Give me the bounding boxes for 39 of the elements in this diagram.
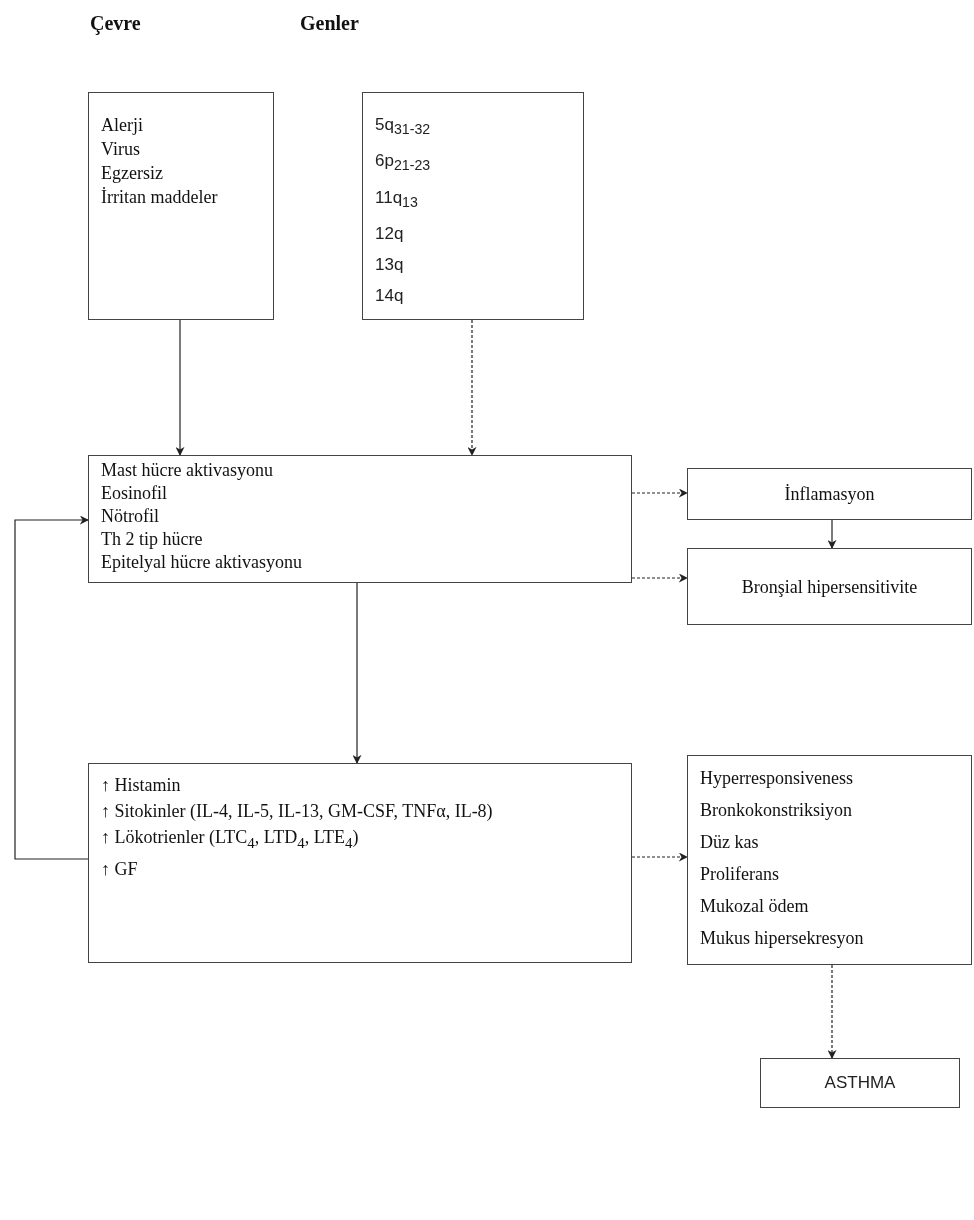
list-item: Egzersiz: [101, 162, 163, 185]
arrow: [827, 964, 837, 1059]
gene-locus: 6p$_{21-23}$: [375, 150, 431, 176]
arrow: [14, 515, 89, 860]
gene-locus: 13q: [375, 254, 404, 277]
box-label: Bronşial hipersensitivite: [741, 575, 918, 599]
gene-locus: 11q$_{13}$: [375, 186, 418, 213]
list-item: Düz kas: [700, 831, 759, 854]
list-item: Th 2 tip hücre: [101, 528, 203, 551]
list-item: Virus: [101, 138, 140, 161]
box-label: ASTHMA: [824, 1072, 896, 1094]
arrow: [352, 582, 362, 764]
arrow: [467, 319, 477, 456]
list-item: Mast hücre aktivasyonu: [101, 459, 273, 482]
arrow: [631, 573, 688, 583]
arrow: [631, 852, 688, 862]
column-heading: Genler: [300, 12, 359, 35]
arrow: [631, 488, 688, 498]
list-item: İrritan maddeler: [101, 186, 218, 209]
gene-locus: 14q: [375, 285, 404, 308]
list-item: Eosinofil: [101, 482, 167, 505]
list-item: Epitelyal hücre aktivasyonu: [101, 551, 302, 574]
list-item: Alerji: [101, 114, 143, 137]
gene-locus: 5q$_{31-32}$: [375, 114, 431, 140]
list-item: Mukozal ödem: [700, 895, 809, 918]
list-item: Nötrofil: [101, 505, 159, 528]
box-label: İnflamasyon: [784, 483, 875, 506]
arrow: [827, 519, 837, 549]
list-item: Bronkokonstriksiyon: [700, 799, 852, 822]
list-item: Proliferans: [700, 863, 779, 886]
column-heading: Çevre: [90, 12, 141, 35]
list-item: ↑ Histamin: [101, 774, 181, 797]
gene-locus: 12q: [375, 223, 404, 246]
arrow: [175, 319, 185, 456]
list-item: ↑ Lökotrienler (LTC$_{4}$, LTD$_{4}$, LTE$_{4}$): [101, 826, 359, 853]
list-item: ↑ GF: [101, 857, 138, 881]
list-item: Hyperresponsiveness: [700, 767, 853, 790]
list-item: ↑ Sitokinler (IL-4, IL-5, IL-13, GM-CSF, TNFα, IL-8): [101, 800, 493, 823]
list-item: Mukus hipersekresyon: [700, 927, 864, 950]
